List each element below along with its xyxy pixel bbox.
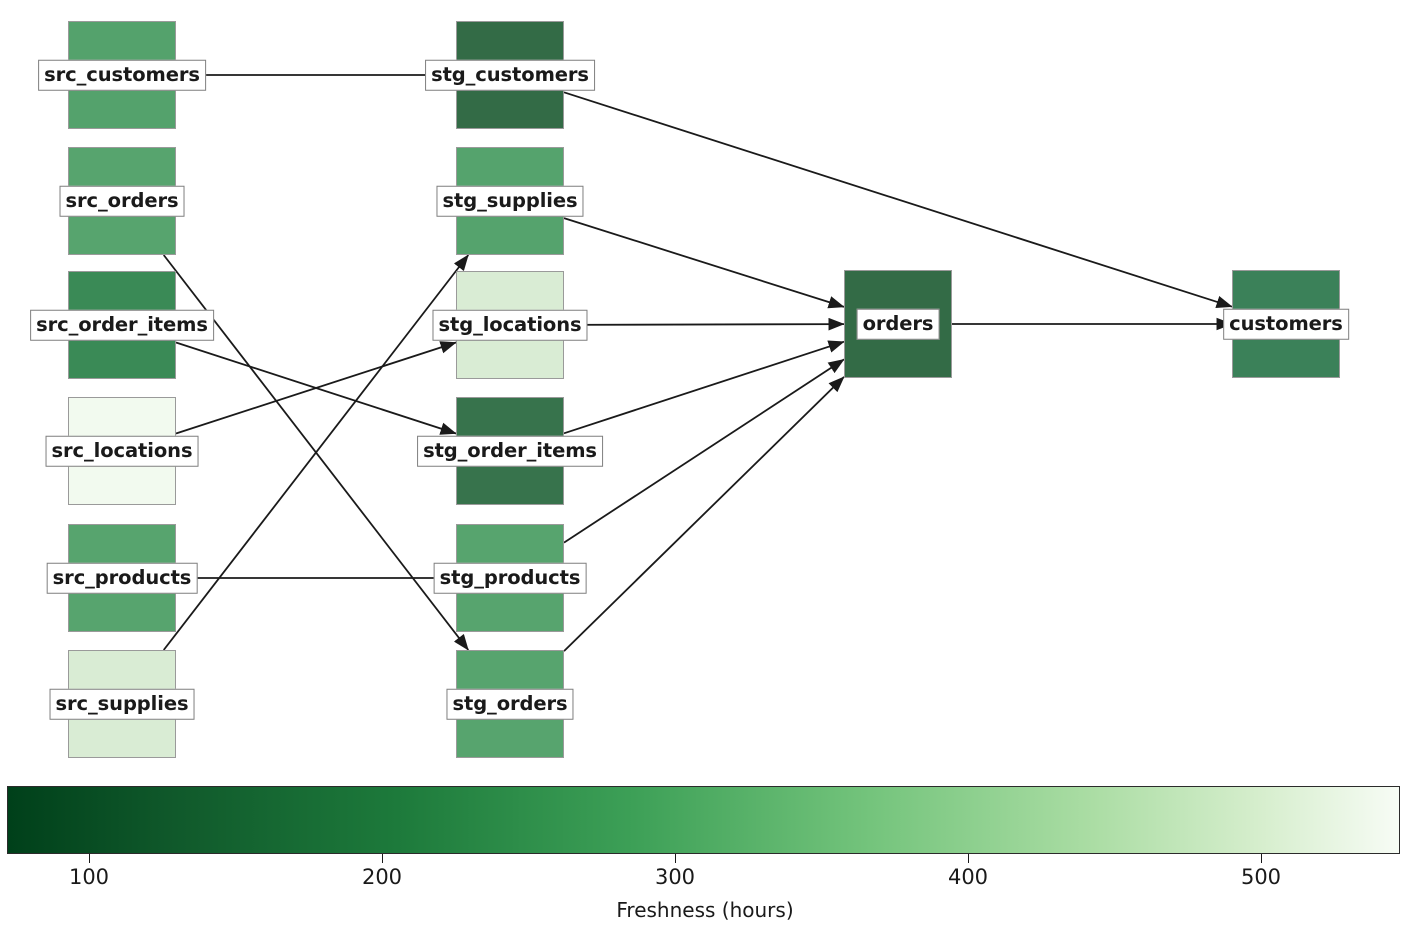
node-label-stg_products[interactable]: stg_products [433,562,587,594]
node-label-stg_orders[interactable]: stg_orders [446,688,574,720]
edge-src_order_items-to-stg_order_items [175,341,457,435]
edge-stg_order_items-to-orders [563,340,845,435]
colorbar-tick-200 [382,854,383,863]
node-label-stg_locations[interactable]: stg_locations [432,309,588,341]
colorbar-tick-500 [1261,854,1262,863]
colorbar-ticklabel-300: 300 [654,865,696,889]
node-label-src_order_items[interactable]: src_order_items [30,309,214,341]
edge-stg_supplies-to-orders [563,217,845,309]
colorbar-gradient [7,786,1400,854]
node-label-src_orders[interactable]: src_orders [59,185,185,217]
node-label-orders[interactable]: orders [856,308,940,340]
node-label-src_locations[interactable]: src_locations [45,435,199,467]
colorbar-ticklabel-400: 400 [947,865,989,889]
colorbar-axis: 100 200 300 400 500 [7,854,1400,900]
colorbar-tick-400 [968,854,969,863]
colorbar-ticklabel-100: 100 [68,865,110,889]
node-label-customers[interactable]: customers [1223,308,1349,340]
freshness-colorbar: 100 200 300 400 500 [7,786,1400,900]
colorbar-ticklabel-500: 500 [1240,865,1282,889]
node-label-src_supplies[interactable]: src_supplies [49,688,195,720]
node-label-stg_order_items[interactable]: stg_order_items [417,435,603,467]
colorbar-axis-label: Freshness (hours) [616,898,794,922]
edge-src_locations-to-stg_locations [175,341,457,435]
colorbar-ticklabel-200: 200 [361,865,403,889]
edge-stg_products-to-orders [563,358,845,544]
node-label-stg_supplies[interactable]: stg_supplies [436,185,584,217]
node-label-stg_customers[interactable]: stg_customers [425,59,595,91]
node-label-src_products[interactable]: src_products [46,562,198,594]
edge-stg_locations-to-orders [563,317,845,331]
colorbar-tick-300 [675,854,676,863]
edge-stg_orders-to-orders [563,376,845,652]
node-label-src_customers[interactable]: src_customers [38,59,206,91]
colorbar-tick-100 [89,854,90,863]
